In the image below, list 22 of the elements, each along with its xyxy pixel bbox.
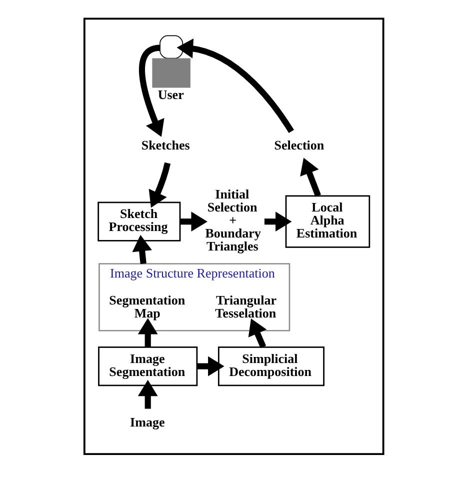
- node-text: Image: [130, 414, 165, 430]
- node-text: Selection: [274, 137, 324, 152]
- arrow: [264, 212, 292, 232]
- arrow: [132, 234, 152, 264]
- node-text: Initial Selection + Boundary Triangles: [205, 186, 261, 254]
- node-text: Segmentation Map: [109, 292, 186, 321]
- arrow: [248, 318, 267, 348]
- node-label: User: [158, 87, 184, 102]
- node-text: Sketches: [141, 137, 190, 152]
- arrow: [176, 38, 294, 134]
- node-box: Simplicial Decomposition: [218, 346, 324, 386]
- cluster: [83, 18, 384, 455]
- arrow: [180, 212, 208, 232]
- arrow: [138, 318, 158, 347]
- arrow: [197, 356, 224, 376]
- node-box: Sketch Processing: [98, 202, 181, 242]
- arrow: [300, 158, 321, 197]
- node-box: Image Segmentation: [98, 346, 198, 386]
- arrow: [138, 380, 158, 409]
- node-box: Local Alpha Estimation: [285, 195, 370, 248]
- node-text: Triangular Tesselation: [215, 292, 277, 321]
- arrow: [148, 162, 171, 208]
